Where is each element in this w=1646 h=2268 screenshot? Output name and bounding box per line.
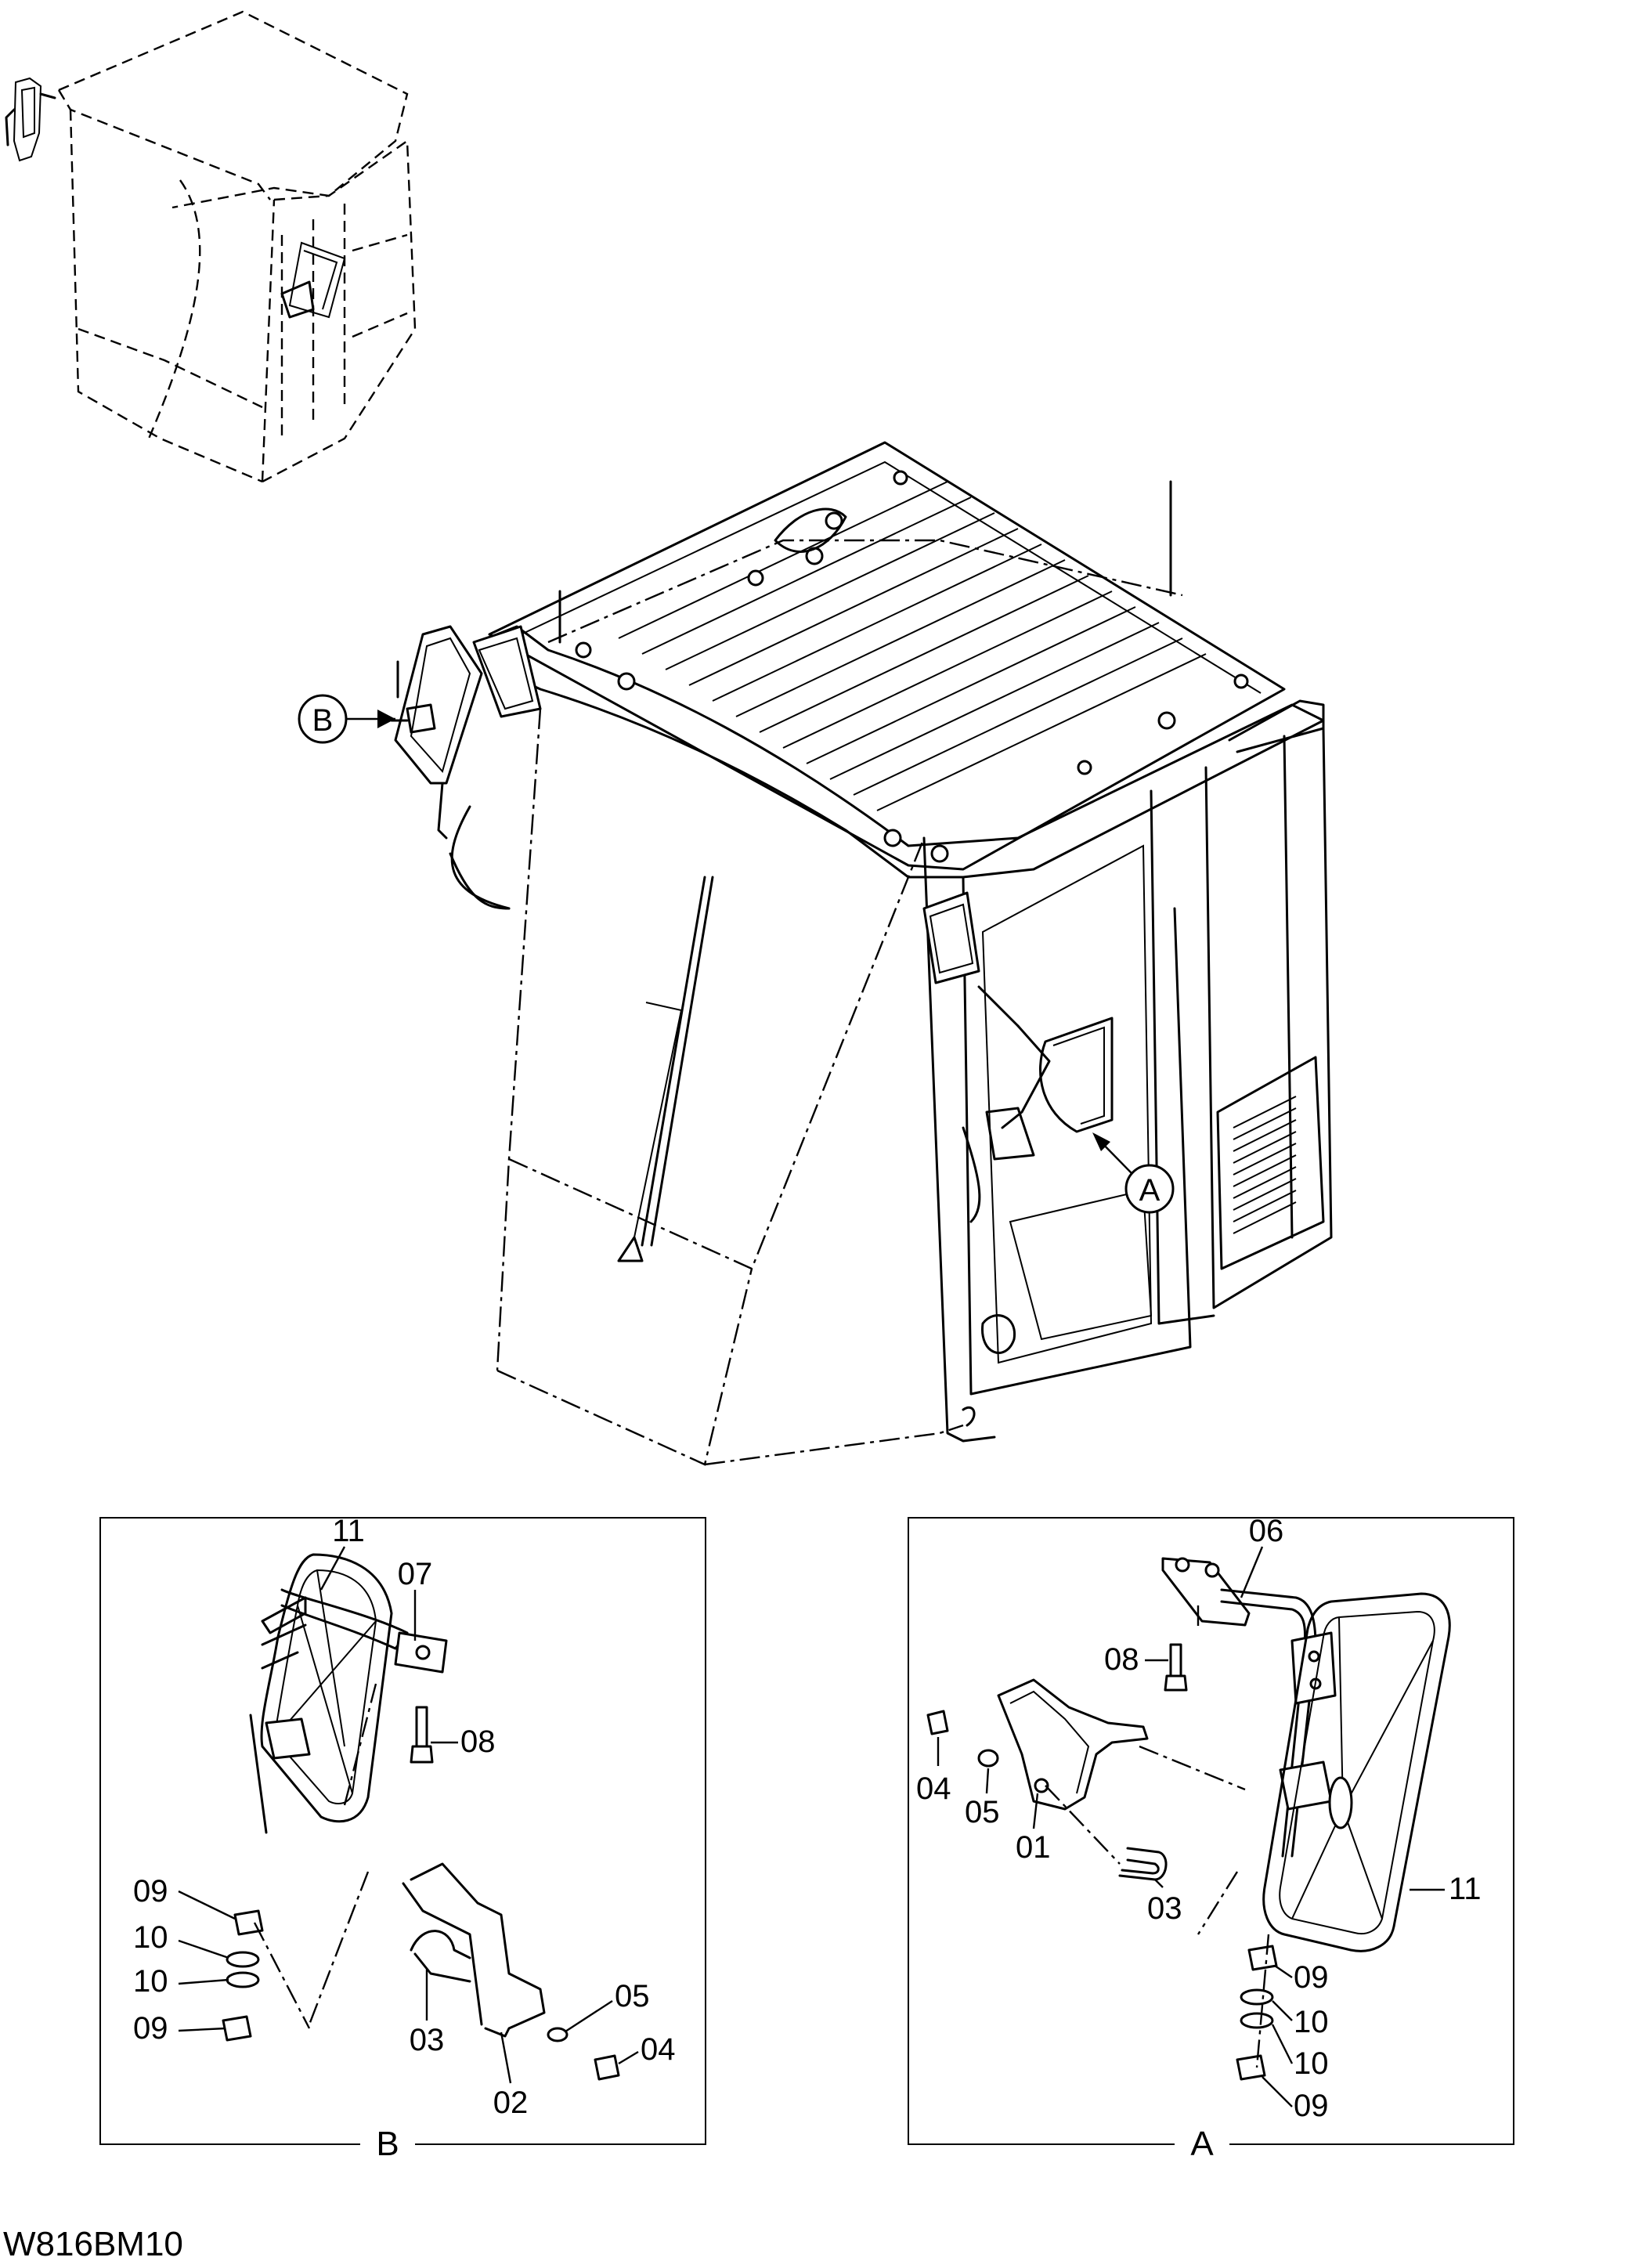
- label-a-03: 03: [1147, 1891, 1182, 1926]
- callout-b: B: [298, 694, 395, 744]
- detail-a-panel: A 06: [908, 1514, 1514, 2163]
- detail-a-title: A: [1190, 2125, 1214, 2163]
- label-b-10a: 10: [133, 1920, 168, 1955]
- label-a-10a: 10: [1294, 2005, 1329, 2039]
- label-b-07: 07: [398, 1557, 433, 1591]
- label-b-09b: 09: [133, 2011, 168, 2046]
- label-b-05: 05: [615, 1979, 650, 2013]
- drawing-code: W816BM10: [3, 2225, 183, 2263]
- label-a-09a: 09: [1294, 1960, 1329, 1995]
- label-b-10b: 10: [133, 1964, 168, 1999]
- callout-b-letter: B: [312, 703, 334, 738]
- detail-b-panel: B 11 07 08: [99, 1514, 706, 2163]
- label-a-11: 11: [1449, 1872, 1482, 1906]
- main-cab: [390, 441, 1333, 1466]
- label-a-09b: 09: [1294, 2089, 1329, 2123]
- label-a-01: 01: [1016, 1830, 1051, 1865]
- callout-a: A: [1092, 1132, 1175, 1214]
- label-a-06: 06: [1249, 1514, 1284, 1548]
- label-b-02: 02: [493, 2086, 529, 2120]
- label-a-10b: 10: [1294, 2046, 1329, 2081]
- label-b-08: 08: [460, 1724, 496, 1759]
- label-a-04: 04: [916, 1771, 951, 1806]
- detail-b-title: B: [376, 2125, 399, 2163]
- label-b-11: 11: [332, 1514, 365, 1548]
- label-a-05: 05: [965, 1795, 1000, 1829]
- label-b-04: 04: [641, 2032, 676, 2067]
- label-b-09a: 09: [133, 1874, 168, 1909]
- label-b-03: 03: [410, 2023, 445, 2057]
- label-a-08: 08: [1104, 1642, 1139, 1677]
- callout-a-letter: A: [1139, 1173, 1161, 1208]
- overview-cab: [5, 10, 417, 483]
